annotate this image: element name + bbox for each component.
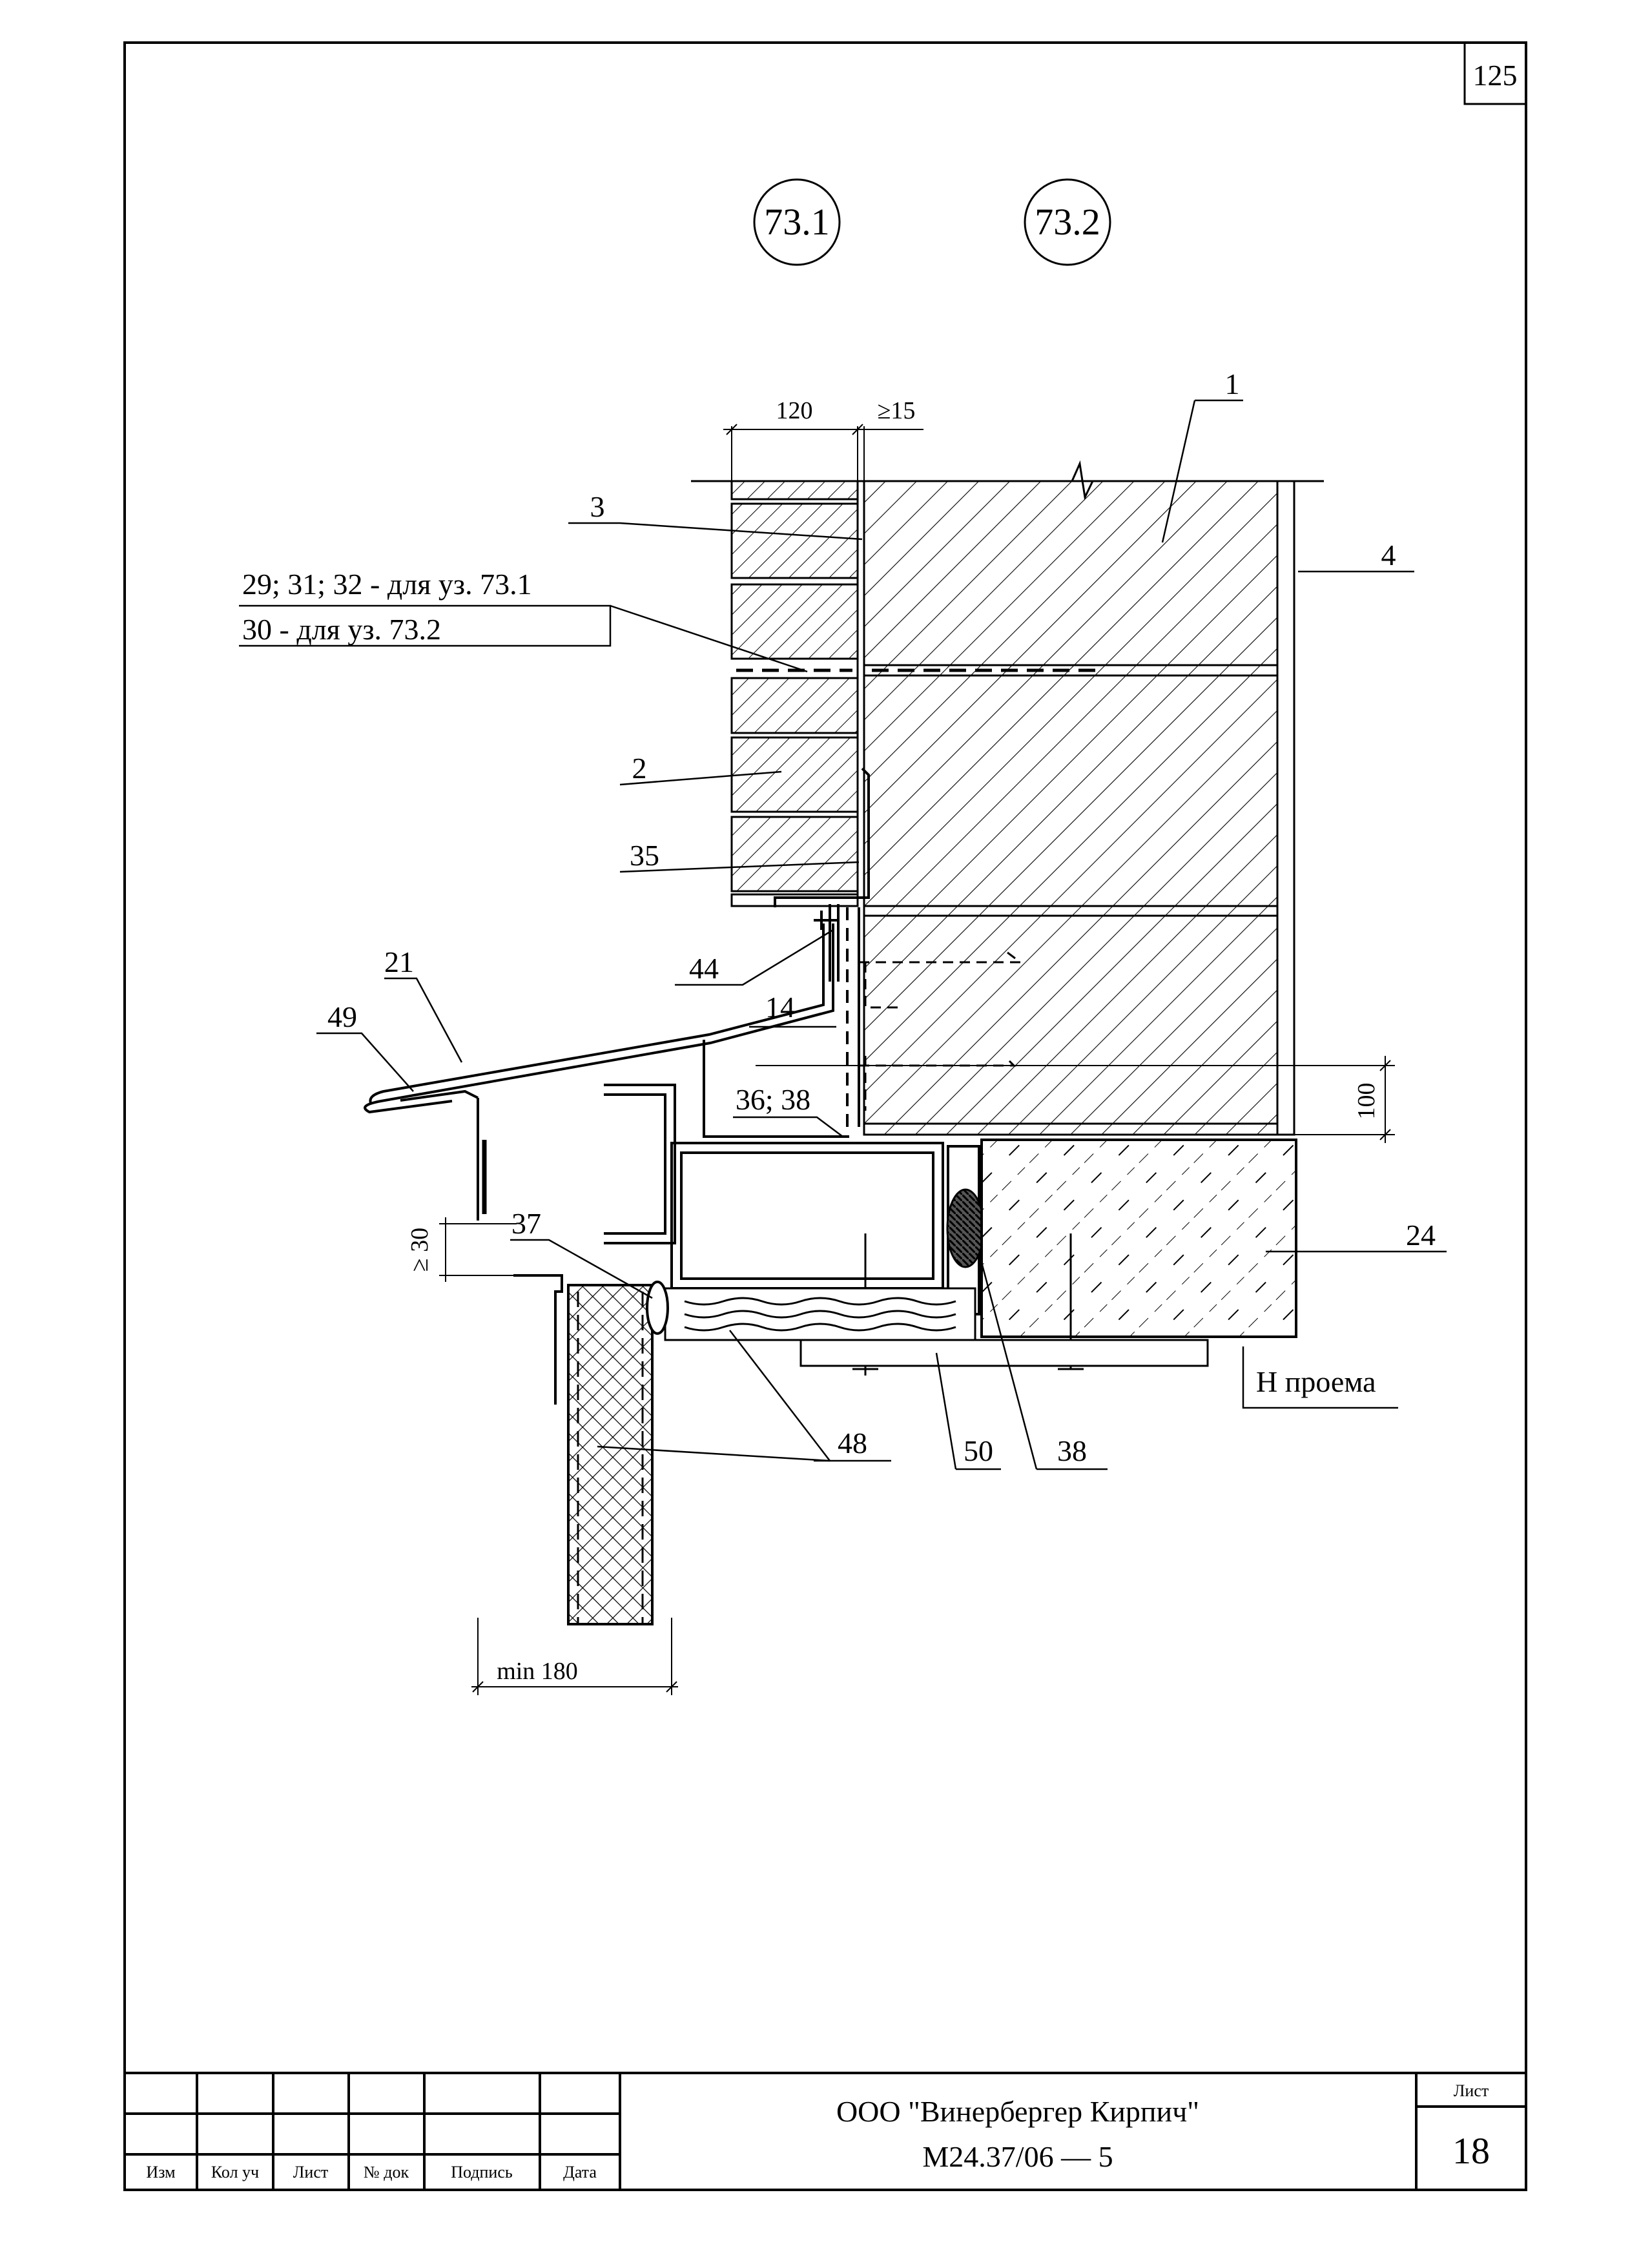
insulated-panel [513, 1274, 669, 1625]
node-ref-label-1: 73.1 [764, 201, 830, 243]
callout-21: 21 [384, 945, 414, 978]
page-number: 125 [1473, 59, 1518, 92]
dimension-30 [439, 1217, 517, 1282]
callout-2: 2 [632, 752, 647, 785]
dimension-air-gap [851, 426, 923, 481]
callout-35: 35 [630, 839, 659, 872]
callout-37: 37 [511, 1207, 541, 1240]
sill-flashing [364, 923, 849, 1221]
opening-level-label: Н проема [1256, 1365, 1376, 1398]
callout-30: 30 - для уз. 73.2 [242, 613, 441, 646]
title-col-docnum: № док [364, 2163, 409, 2181]
node-ref-label-2: 73.2 [1035, 201, 1100, 243]
callout-29-31-32: 29; 31; 32 - для уз. 73.1 [242, 568, 532, 601]
dimension-brick-width: 120 [776, 397, 813, 424]
title-col-sheet: Лист [293, 2163, 328, 2181]
node-reference-73-1: 73.1 [753, 178, 841, 266]
sealant-cord [946, 1188, 985, 1268]
callout-14: 14 [765, 991, 795, 1024]
concrete-lintel [980, 1139, 1297, 1370]
callout-1: 1 [1225, 367, 1240, 400]
sheet-frame: 125 [123, 41, 1527, 2191]
callout-48: 48 [838, 1427, 867, 1459]
node-reference-73-2: 73.2 [1024, 178, 1111, 266]
title-col-count: Кол уч [211, 2163, 259, 2181]
steel-angle [774, 767, 870, 1127]
dimension-180 [471, 1618, 678, 1695]
title-col-signature: Подпись [451, 2163, 513, 2181]
callout-3: 3 [590, 490, 605, 523]
bottom-lining [799, 1339, 1209, 1367]
dimension-air-gap-label: ≥15 [878, 397, 916, 424]
company-name: ООО "Винербергер Кирпич" [836, 2095, 1199, 2128]
sheet-number: 18 [1452, 2130, 1490, 2172]
callout-4: 4 [1381, 539, 1396, 572]
callout-49: 49 [327, 1000, 357, 1033]
sheet-label: Лист [1454, 2081, 1489, 2100]
title-block [125, 2072, 1526, 2190]
dimension-100 [756, 1056, 1395, 1143]
dimension-120 [723, 424, 865, 481]
dimension-min-depth: min 180 [497, 1658, 578, 1685]
title-col-change: Изм [146, 2163, 175, 2181]
callout-leaders [239, 399, 1447, 1470]
document-code: М24.37/06 — 5 [922, 2140, 1113, 2173]
callout-50: 50 [964, 1434, 993, 1467]
callout-44: 44 [689, 952, 719, 985]
facing-brick-column [730, 480, 865, 1135]
masonry-wall [691, 460, 1324, 1136]
callout-24: 24 [1406, 1219, 1436, 1252]
callout-36-38: 36; 38 [736, 1083, 810, 1116]
title-col-date: Дата [563, 2163, 597, 2181]
dimension-min-gap: ≥ 30 [406, 1228, 433, 1272]
callout-38: 38 [1057, 1434, 1087, 1467]
dimension-lower-offset: 100 [1353, 1083, 1380, 1120]
timber-block [664, 1287, 976, 1341]
